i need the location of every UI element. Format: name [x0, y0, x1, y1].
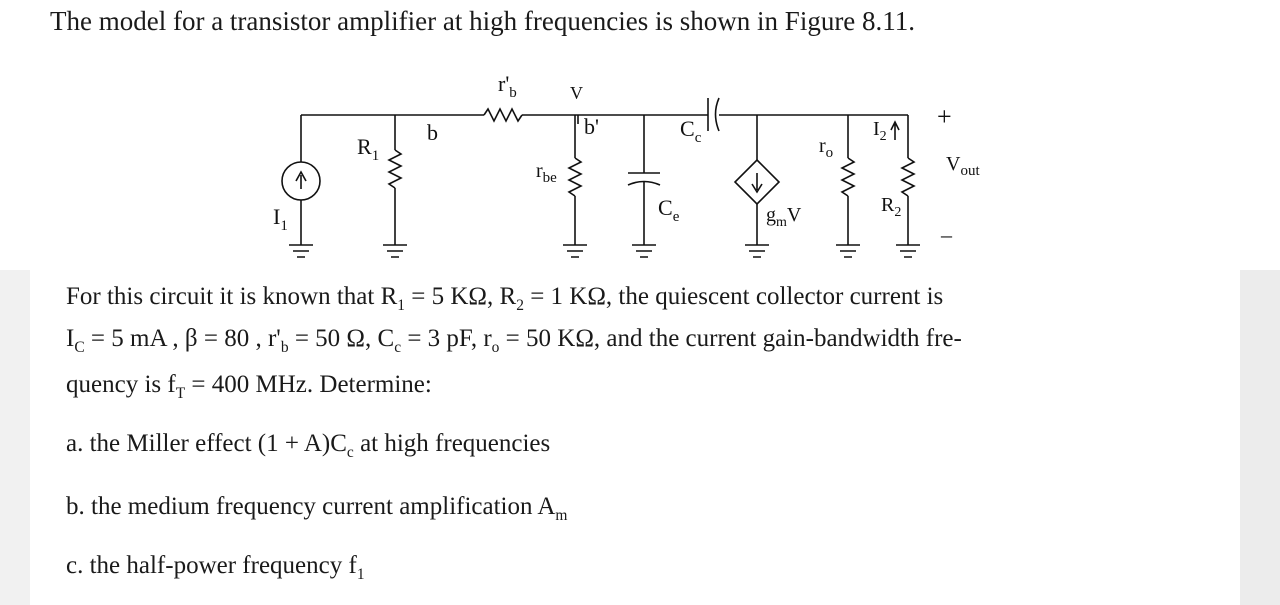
- gm-v-label: gmV: [766, 204, 802, 230]
- ro-resistor: [840, 157, 856, 197]
- r1-label: R1: [357, 134, 379, 164]
- top-background: [0, 0, 1280, 270]
- i1-label: I1: [273, 204, 288, 234]
- ground-5: [745, 244, 769, 258]
- question-c: c. the half-power frequency f1: [66, 552, 365, 583]
- problem-line-3: quency is fT = 400 MHz. Determine:: [66, 371, 432, 402]
- rb-label: r'b: [498, 71, 517, 101]
- right-margin: [1240, 270, 1280, 605]
- ground-6: [836, 244, 860, 258]
- ce-capacitor-plate-bottom: [627, 180, 661, 186]
- cc-label: Cc: [680, 116, 702, 146]
- i2-label: I2: [873, 118, 887, 144]
- v-node-label: V: [570, 83, 583, 103]
- question-a: a. the Miller effect (1 + A)Cc at high f…: [66, 430, 551, 461]
- ground-1: [289, 244, 313, 258]
- text-panel: [30, 270, 1240, 605]
- cc-capacitor-plate-right: [714, 97, 720, 132]
- problem-line-2: IC = 5 mA , β = 80 , r'b = 50 Ω, Cc = 3 …: [66, 325, 962, 356]
- ground-4: [632, 244, 656, 258]
- ground-3: [563, 244, 587, 258]
- i2-arrow: [890, 120, 900, 140]
- r1-resistor: [387, 149, 403, 189]
- minus-sign: –: [940, 222, 953, 247]
- question-b: b. the medium frequency current amplific…: [66, 493, 568, 524]
- b-prime-node-label: b': [584, 114, 599, 139]
- ro-label: ro: [819, 135, 833, 161]
- ground-2: [383, 244, 407, 258]
- rb-resistor: [483, 107, 523, 123]
- problem-line-1: For this circuit it is known that R1 = 5…: [66, 283, 944, 314]
- plus-sign: +: [937, 102, 952, 131]
- r2-resistor: [900, 157, 916, 197]
- vout-label: Vout: [946, 153, 980, 179]
- b-node-label: b: [427, 120, 438, 145]
- ground-7: [896, 244, 920, 258]
- r2-label: R2: [881, 194, 901, 220]
- ce-label: Ce: [658, 195, 680, 225]
- header-sentence: The model for a transistor amplifier at …: [50, 6, 916, 36]
- circuit-diagram: r'b V b b' R1 I1 rbe Cc Ce gmV ro I2 R2 …: [273, 71, 980, 258]
- rbe-label: rbe: [536, 160, 557, 186]
- rbe-resistor: [567, 157, 583, 197]
